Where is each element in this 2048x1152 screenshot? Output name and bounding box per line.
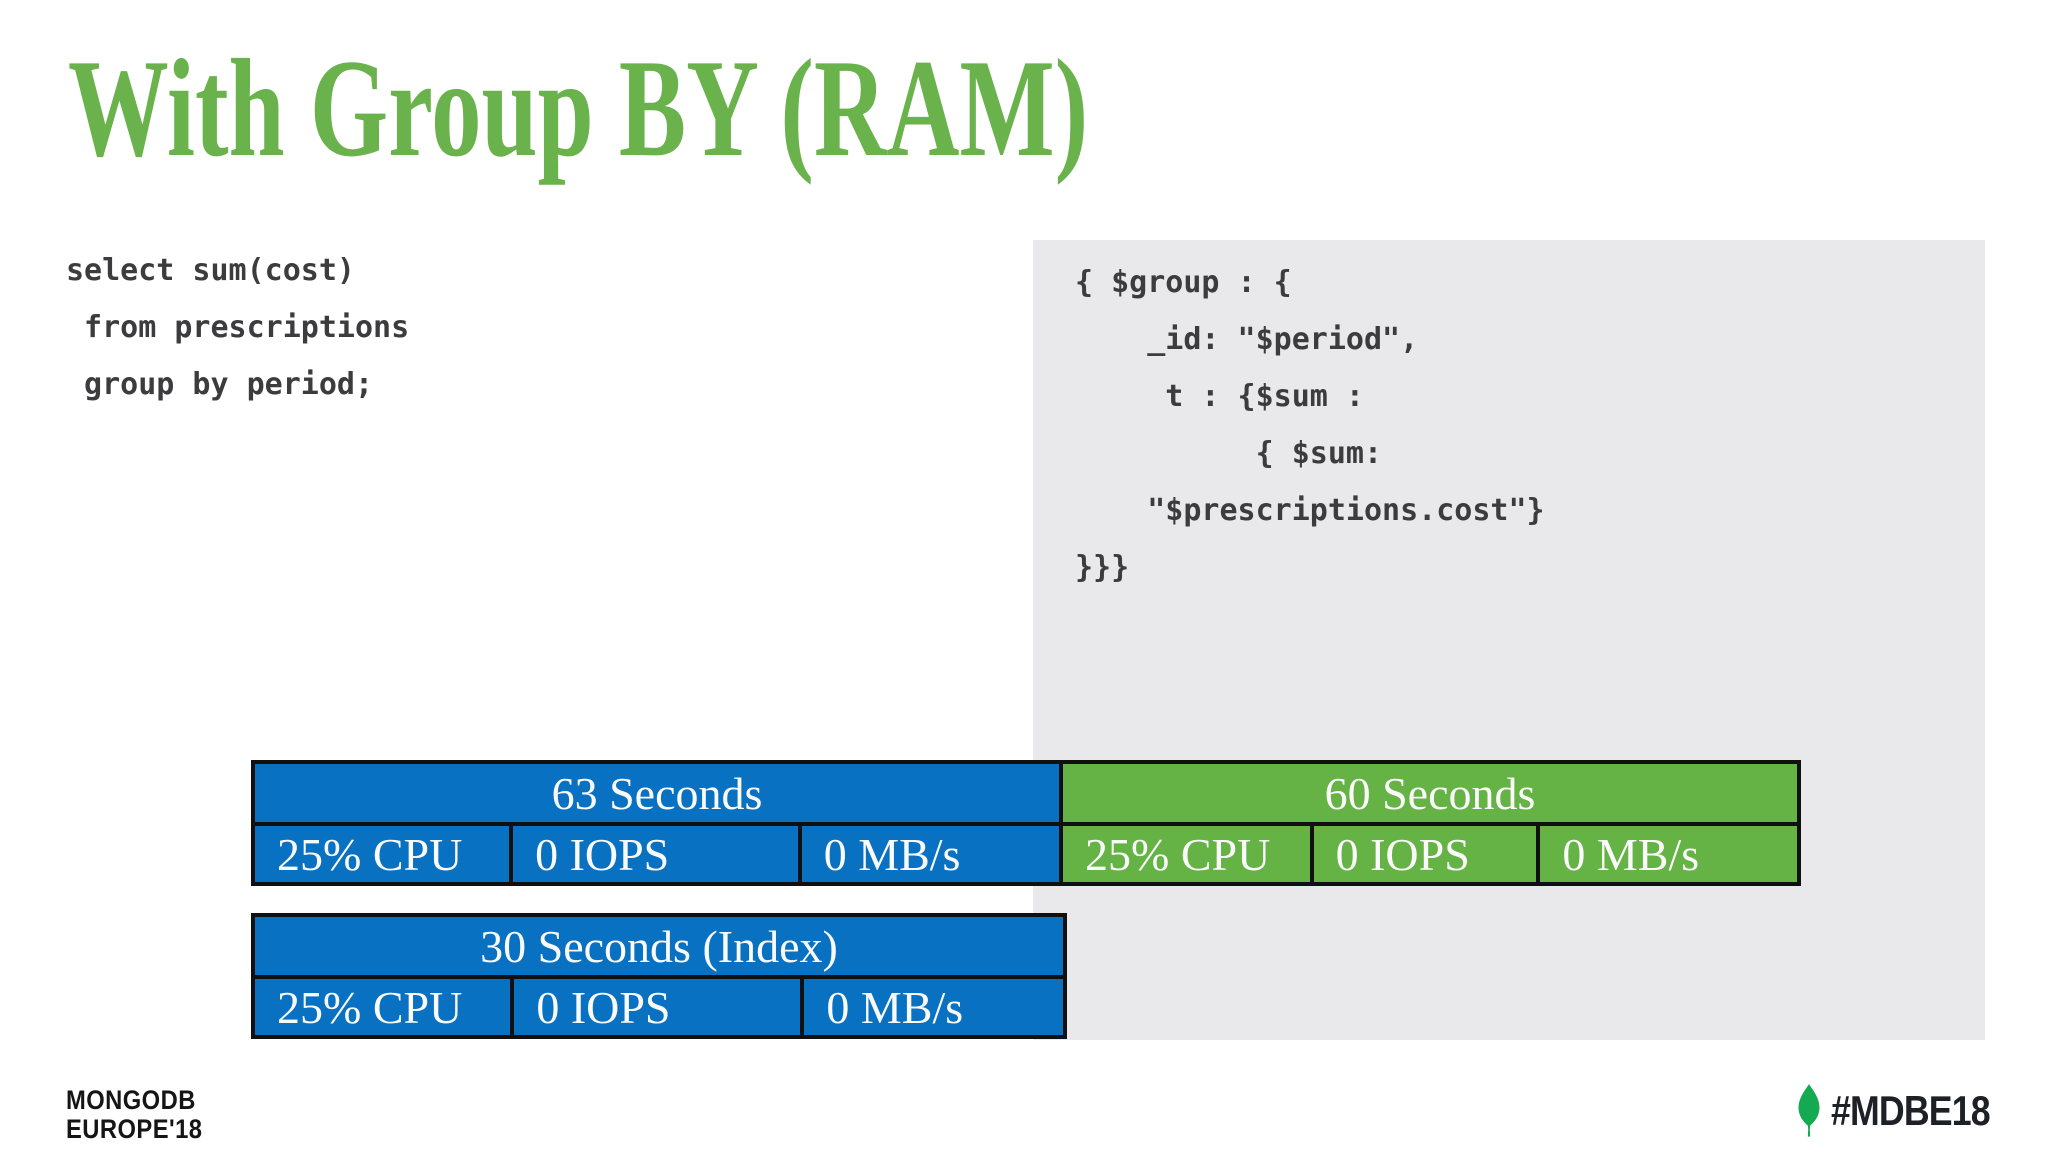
benchmark-metric-cpu: 25% CPU [277,981,463,1033]
sql-code-line: group by period; [66,367,374,402]
benchmark-row-index: 30 Seconds (Index) 25% CPU 0 IOPS 0 MB/s [251,913,1067,1039]
mongodb-europe-logo: MONGODB EUROPE'18 [66,1086,202,1144]
mql-code-line: { $group : { [1075,265,1292,300]
benchmark-duration-header: 63 Seconds [255,764,1059,826]
benchmark-metric-mbs: 0 MB/s [1536,826,1797,882]
benchmark-duration-header: 30 Seconds (Index) [255,917,1063,979]
slide-title: With Group BY (RAM) [68,31,1089,186]
mql-code-block: { $group : { _id: "$period", t : {$sum :… [1075,254,1545,596]
logo-line-europe18: EUROPE'18 [66,1114,203,1144]
benchmark-table-sql-index: 30 Seconds (Index) 25% CPU 0 IOPS 0 MB/s [251,913,1067,1039]
benchmark-metric-mbs: 0 MB/s [800,979,1063,1035]
mongodb-leaf-icon [1798,1084,1820,1137]
event-hashtag: #MDBE18 [1831,1087,1991,1134]
benchmark-metric-mbs: 0 MB/s [797,826,1059,882]
sql-code-line: select sum(cost) [66,253,355,288]
benchmark-table-mql-ram: 60 Seconds 25% CPU 0 IOPS 0 MB/s [1059,760,1801,886]
mql-code-line: { $sum: [1075,436,1383,471]
benchmark-metric-iops: 0 IOPS [509,826,798,882]
event-hashtag-block: #MDBE18 [1795,1084,2018,1138]
mql-code-line: t : {$sum : [1075,379,1364,414]
benchmark-metric-cpu: 25% CPU [1085,828,1271,880]
sql-code-block: select sum(cost) from prescriptions grou… [66,242,409,413]
mql-code-line: }}} [1075,550,1130,585]
mql-code-line: "$prescriptions.cost"} [1075,493,1545,528]
benchmark-metrics-row: 25% CPU 0 IOPS 0 MB/s [255,826,1059,882]
benchmark-metric-cpu: 25% CPU [277,828,463,880]
benchmark-row-ram: 63 Seconds 25% CPU 0 IOPS 0 MB/s 60 Seco… [251,760,1801,886]
mql-code-line: _id: "$period", [1075,322,1419,357]
logo-line-mongodb: MONGODB [66,1085,196,1115]
benchmark-duration-header: 60 Seconds [1063,764,1797,826]
benchmark-metrics-row: 25% CPU 0 IOPS 0 MB/s [255,979,1063,1035]
benchmark-metrics-row: 25% CPU 0 IOPS 0 MB/s [1063,826,1797,882]
benchmark-metric-iops: 0 IOPS [510,979,800,1035]
sql-code-line: from prescriptions [66,310,410,345]
benchmark-table-sql-ram: 63 Seconds 25% CPU 0 IOPS 0 MB/s [251,760,1063,886]
mql-code-panel: { $group : { _id: "$period", t : {$sum :… [1033,240,1985,1040]
benchmark-metric-iops: 0 IOPS [1309,826,1537,882]
